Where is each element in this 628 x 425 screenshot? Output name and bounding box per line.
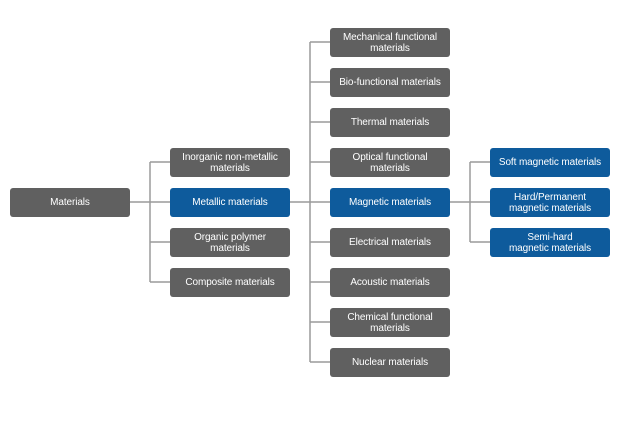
node-thermal-materials: Thermal materials bbox=[330, 108, 450, 137]
node-optical-functional-materials: Optical functional materials bbox=[330, 148, 450, 177]
node-nuclear-materials: Nuclear materials bbox=[330, 348, 450, 377]
node-bio-functional-materials: Bio-functional materials bbox=[330, 68, 450, 97]
node-composite-materials: Composite materials bbox=[170, 268, 290, 297]
node-inorganic-non-metallic-materials: Inorganic non-metallic materials bbox=[170, 148, 290, 177]
node-organic-polymer-materials: Organic polymer materials bbox=[170, 228, 290, 257]
node-materials: Materials bbox=[10, 188, 130, 217]
node-acoustic-materials: Acoustic materials bbox=[330, 268, 450, 297]
node-metallic-materials: Metallic materials bbox=[170, 188, 290, 217]
node-soft-magnetic-materials: Soft magnetic materials bbox=[490, 148, 610, 177]
node-chemical-functional-materials: Chemical functional materials bbox=[330, 308, 450, 337]
node-semi-hard-magnetic-materials: Semi-hard magnetic materials bbox=[490, 228, 610, 257]
node-mechanical-functional-materials: Mechanical functional materials bbox=[330, 28, 450, 57]
node-electrical-materials: Electrical materials bbox=[330, 228, 450, 257]
node-magnetic-materials: Magnetic materials bbox=[330, 188, 450, 217]
node-hard-permanent-magnetic-materials: Hard/Permanent magnetic materials bbox=[490, 188, 610, 217]
